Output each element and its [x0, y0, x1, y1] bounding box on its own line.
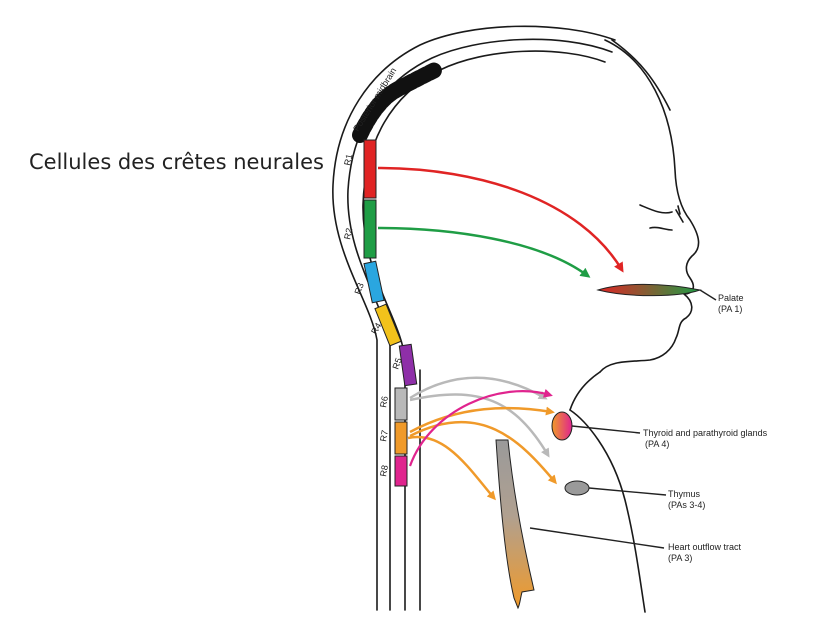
- thyroid-leader: [571, 425, 641, 434]
- segment-R5: [398, 343, 418, 387]
- arrow-R6-gray-2: [409, 393, 550, 458]
- arrow-R7-to-thyroid: [409, 406, 555, 434]
- thyroid-shape: [551, 411, 573, 441]
- segment-R1: [363, 139, 377, 199]
- slide-title: Cellules des crêtes neurales: [29, 150, 324, 174]
- palate-leader: [699, 289, 717, 301]
- thymus-shape: [564, 480, 590, 496]
- label-R6: R6: [378, 395, 390, 408]
- label-R4: R4: [369, 321, 383, 336]
- thymus-detail: (PAs 3-4): [668, 500, 705, 510]
- heart-detail: (PA 3): [668, 553, 692, 563]
- thymus-leader: [588, 487, 667, 496]
- label-R1: R1: [342, 153, 354, 166]
- segment-R7: [394, 421, 408, 455]
- arrow-R6-gray: [409, 376, 548, 400]
- palate-detail: (PA 1): [718, 304, 742, 314]
- label-R3: R3: [352, 281, 365, 295]
- heart-outflow-shape: [495, 439, 535, 610]
- arrow-R1-to-palate: [377, 166, 624, 273]
- segment-R2: [363, 199, 377, 259]
- rhombomere-segments: [363, 139, 418, 487]
- segment-R4: [374, 303, 402, 347]
- palate-label: Palate: [718, 293, 744, 303]
- label-R8: R8: [378, 464, 390, 477]
- heart-leader: [529, 527, 665, 549]
- segment-R8: [394, 455, 408, 487]
- segment-R3: [363, 260, 385, 304]
- thyroid-label: Thyroid and parathyroid glands: [643, 428, 768, 438]
- label-R5: R5: [390, 356, 403, 370]
- posterior-midbrain-band: [352, 62, 443, 143]
- heart-label: Heart outflow tract: [668, 542, 742, 552]
- leader-lines: [529, 289, 717, 549]
- arrow-R7-to-thymus: [409, 420, 557, 485]
- label-R2: R2: [342, 227, 354, 240]
- segment-labels: R1 R2 R3 R4 R5 R6 R7 R8: [342, 153, 404, 477]
- label-R7: R7: [378, 429, 390, 442]
- thyroid-detail: (PA 4): [645, 439, 669, 449]
- arrow-R7-to-heart: [407, 435, 496, 501]
- segment-R6: [394, 387, 408, 421]
- thymus-label: Thymus: [668, 489, 701, 499]
- arrow-R2-to-palate: [377, 226, 591, 278]
- arrow-R8-to-thyroid: [408, 388, 553, 467]
- palate-shape: [596, 283, 702, 297]
